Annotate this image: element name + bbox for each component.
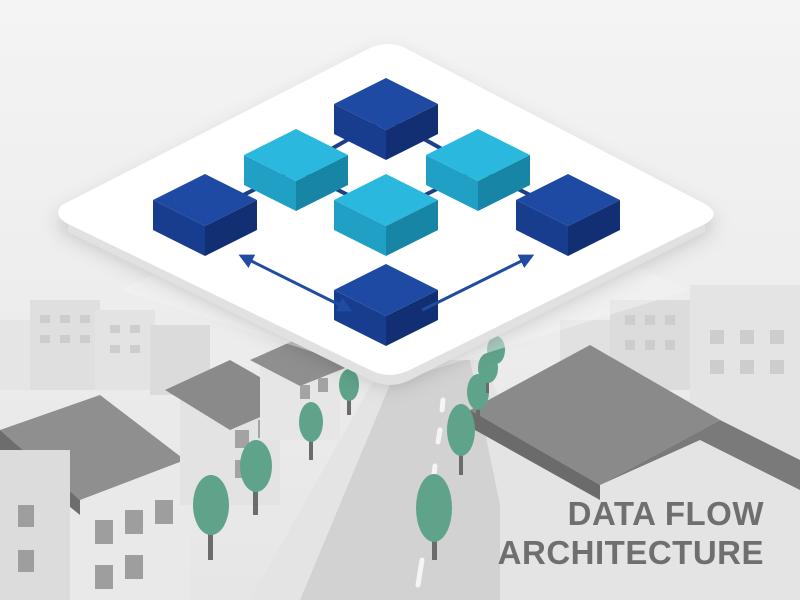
cube-node-upper-left [244, 129, 348, 211]
cube-top [153, 174, 257, 226]
cube-node-center [334, 174, 438, 256]
tree [240, 440, 272, 515]
cube-side-left [426, 155, 478, 211]
cube-side-right [386, 200, 438, 256]
tree [416, 474, 452, 560]
cube-side-right [386, 290, 438, 346]
cube-side-left [516, 200, 568, 256]
cube-side-left [153, 200, 205, 256]
caption-line-2: ARCHITECTURE [497, 534, 764, 571]
tree [447, 404, 475, 475]
cube-top [334, 264, 438, 316]
cube-top [244, 129, 348, 181]
cube-side-right [386, 104, 438, 160]
caption-line-1: DATA FLOW [567, 495, 764, 532]
cube-node-right [516, 174, 620, 256]
cube-node-top [334, 78, 438, 160]
cube-nodes [153, 78, 620, 346]
flow-arrow-bottom-right [421, 254, 535, 312]
cube-side-left [334, 200, 386, 256]
tree [339, 369, 359, 415]
cube-top [426, 129, 530, 181]
cube-node-upper-right [426, 129, 530, 211]
cube-top [516, 174, 620, 226]
cube-side-left [334, 104, 386, 160]
cube-side-right [205, 200, 257, 256]
tree [193, 475, 229, 560]
cube-side-left [244, 155, 296, 211]
flow-arrow-left-bottom [238, 254, 353, 312]
cube-top [334, 174, 438, 226]
cube-top [334, 78, 438, 130]
tree [467, 374, 489, 422]
cube-node-bottom [334, 264, 438, 346]
flow-arrows [238, 254, 535, 312]
cube-side-right [568, 200, 620, 256]
cube-side-right [478, 155, 530, 211]
cube-node-left [153, 174, 257, 256]
cube-side-right [296, 155, 348, 211]
diagram-caption: DATA FLOW ARCHITECTURE [498, 494, 764, 572]
tree [299, 402, 323, 460]
house-right [470, 345, 800, 600]
